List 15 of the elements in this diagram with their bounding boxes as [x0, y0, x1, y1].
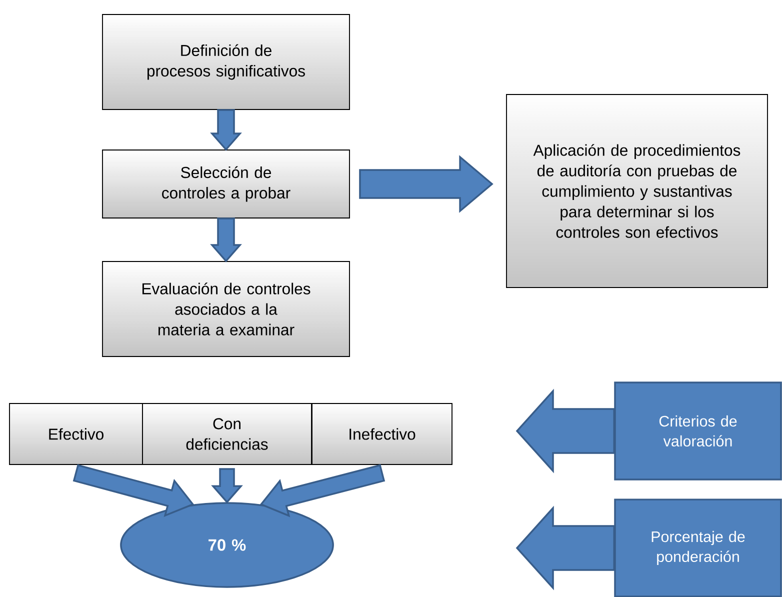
block-arrow [516, 506, 615, 590]
process-box: Con deficiencias [142, 403, 312, 465]
process-box: Inefectivo [312, 403, 452, 465]
process-box: Evaluación de controles asociados a la materia a examinar [102, 261, 350, 357]
criteria-box: Porcentaje de ponderación [614, 498, 782, 597]
process-box: Aplicación de procedimientos de auditoría con pruebas de cumplimiento y sustantivas para determinar si los controles son efectivos [506, 94, 768, 288]
process-box: Selección de controles a probar [102, 150, 350, 218]
criteria-box: Criterios de valoración [614, 382, 782, 480]
block-arrow [211, 468, 243, 504]
block-arrow [359, 155, 494, 213]
process-box: Efectivo [9, 403, 143, 465]
block-arrow [210, 218, 242, 262]
block-arrow [516, 388, 615, 474]
process-box: Definición de procesos significativos [102, 14, 350, 110]
block-arrow [210, 109, 242, 151]
